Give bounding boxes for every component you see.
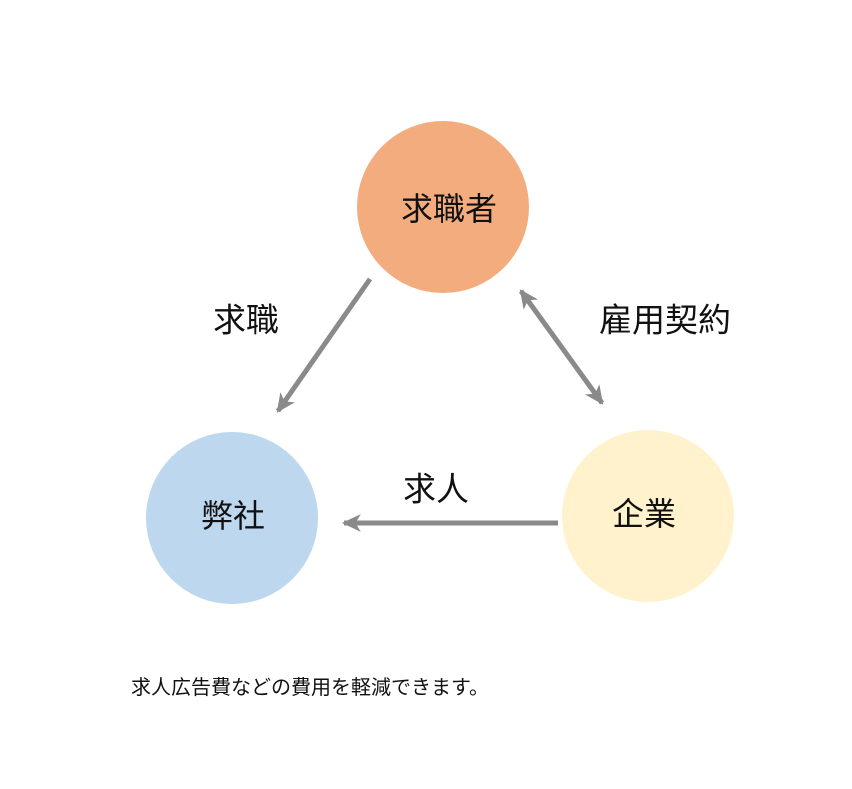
edge-line-employment-contract	[518, 289, 605, 405]
edge-employment-contract: 雇用契約	[518, 289, 731, 405]
node-circle-job-seeker	[357, 121, 529, 293]
node-label-job-seeker: 求職者	[401, 191, 497, 227]
edge-job-offer: 求人	[341, 471, 558, 532]
edge-label-job-seeking: 求職	[213, 302, 279, 339]
node-label-client-company: 企業	[612, 496, 676, 532]
caption: 求人広告費などの費用を軽減できます。	[131, 676, 489, 699]
edge-line-job-seeking	[275, 277, 373, 413]
edge-label-employment-contract: 雇用契約	[599, 302, 731, 339]
node-job-seeker: 求職者	[357, 121, 529, 293]
edge-job-seeking: 求職	[213, 277, 373, 413]
node-our-company: 弊社	[146, 432, 318, 604]
node-label-our-company: 弊社	[201, 498, 265, 534]
node-circle-our-company	[146, 432, 318, 604]
node-circle-client-company	[562, 430, 734, 602]
edge-label-job-offer: 求人	[403, 471, 469, 508]
node-client-company: 企業	[562, 430, 734, 602]
